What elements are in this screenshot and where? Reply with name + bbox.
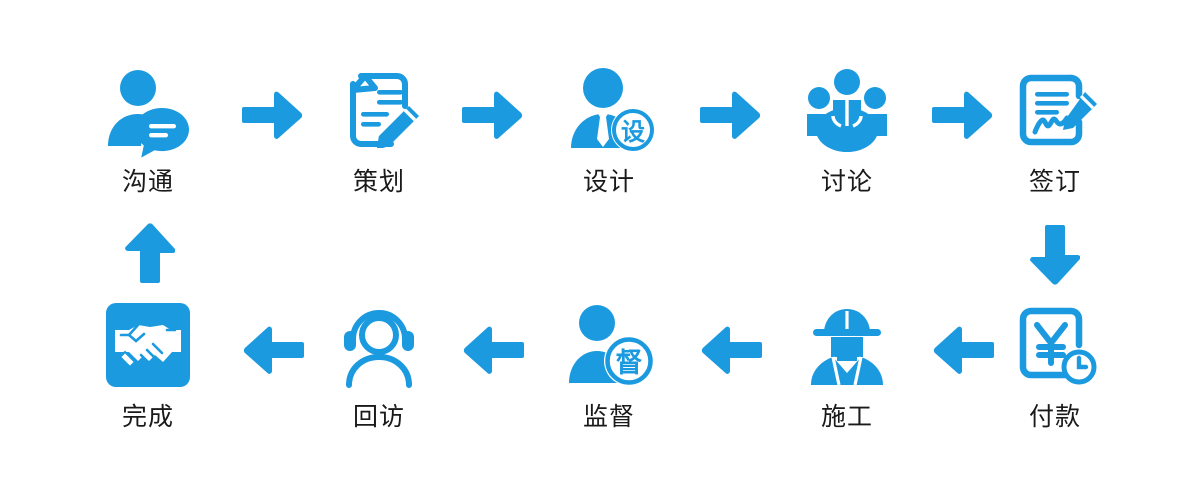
step-signing[interactable]: 签订 xyxy=(980,60,1130,195)
document-pencil-icon xyxy=(329,60,429,160)
step-completion[interactable]: 完成 xyxy=(73,295,223,430)
step-label: 付款 xyxy=(1028,403,1081,431)
headset-person-icon xyxy=(329,295,429,395)
arrow-up-completion-to-communicate xyxy=(117,222,183,286)
step-design[interactable]: 设 设计 xyxy=(534,60,684,195)
step-label: 监督 xyxy=(582,403,635,431)
arrow-left-followup-to-completion xyxy=(240,323,306,377)
handshake-icon xyxy=(98,295,198,395)
arrow-right-communicate-to-planning xyxy=(240,88,306,142)
step-payment[interactable]: 付款 xyxy=(980,295,1130,430)
person-supervise-badge-icon: 督 xyxy=(559,295,659,395)
step-construction[interactable]: 施工 xyxy=(772,295,922,430)
step-discussion[interactable]: 讨论 xyxy=(772,60,922,195)
yuan-clock-icon xyxy=(1005,295,1105,395)
step-label: 施工 xyxy=(820,403,873,431)
design-badge-text: 设 xyxy=(621,118,645,146)
supervision-badge-text: 督 xyxy=(616,348,643,379)
contract-signature-icon xyxy=(1005,60,1105,160)
person-chat-icon xyxy=(98,60,198,160)
step-label: 沟通 xyxy=(121,168,174,196)
step-label: 回访 xyxy=(352,403,405,431)
arrow-right-discussion-to-signing xyxy=(930,88,996,142)
group-meeting-icon xyxy=(797,60,897,160)
arrow-left-payment-to-construction xyxy=(930,323,996,377)
step-label: 策划 xyxy=(352,168,405,196)
step-label: 完成 xyxy=(121,403,174,431)
step-planning[interactable]: 策划 xyxy=(304,60,454,195)
step-label: 讨论 xyxy=(820,168,873,196)
step-label: 设计 xyxy=(582,168,635,196)
arrow-left-supervision-to-followup xyxy=(460,323,526,377)
step-followup[interactable]: 回访 xyxy=(304,295,454,430)
step-supervision[interactable]: 督 监督 xyxy=(534,295,684,430)
construction-worker-icon xyxy=(797,295,897,395)
step-communicate[interactable]: 沟通 xyxy=(73,60,223,195)
person-design-badge-icon: 设 xyxy=(559,60,659,160)
step-label: 签订 xyxy=(1028,168,1081,196)
arrow-left-construction-to-supervision xyxy=(698,323,764,377)
arrow-down-signing-to-payment xyxy=(1022,222,1088,286)
arrow-right-design-to-discussion xyxy=(698,88,764,142)
arrow-right-planning-to-design xyxy=(460,88,526,142)
